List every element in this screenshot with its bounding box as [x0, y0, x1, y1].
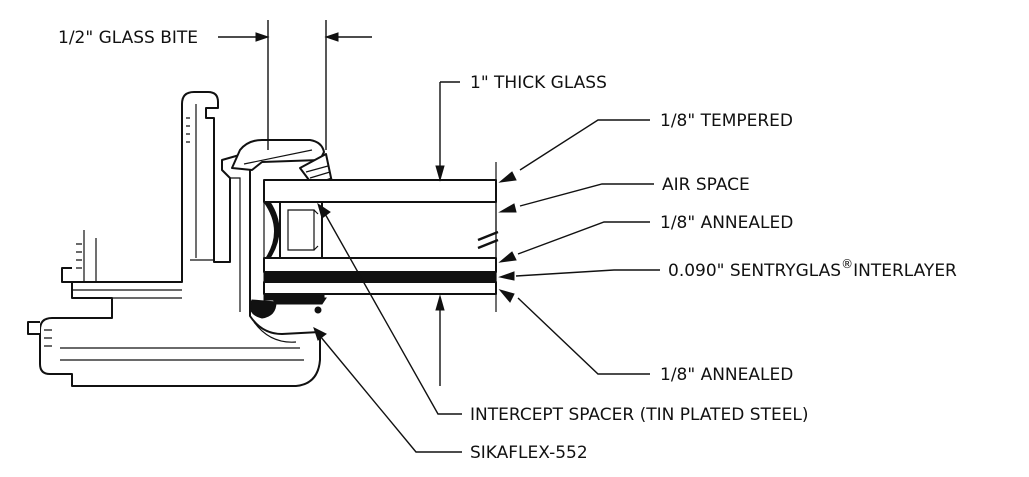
label-thick-glass: 1" THICK GLASS — [470, 73, 607, 93]
label-intercept-spacer: INTERCEPT SPACER (TIN PLATED STEEL) — [470, 405, 809, 425]
label-sealant: SIKAFLEX-552 — [470, 443, 588, 463]
tempered-lite — [263, 179, 497, 203]
label-interlayer-mark: ® — [841, 257, 853, 271]
structural-sealant-bead — [249, 299, 277, 319]
label-tempered: 1/8" TEMPERED — [660, 111, 793, 131]
sentryglas-interlayer — [263, 271, 497, 283]
label-annealed-top: 1/8" ANNEALED — [660, 213, 793, 233]
annealed-lite-bottom — [263, 281, 497, 295]
glass-assembly — [249, 162, 499, 319]
leader-lines — [218, 20, 660, 453]
label-interlayer: 0.090" SENTRYGLAS®INTERLAYER — [668, 257, 957, 281]
annealed-lite-top — [263, 257, 497, 273]
intercept-spacer — [279, 201, 323, 259]
label-interlayer-main: 0.090" SENTRYGLAS — [668, 261, 841, 281]
label-air-space: AIR SPACE — [662, 175, 750, 195]
label-annealed-bottom: 1/8" ANNEALED — [660, 365, 793, 385]
label-glass-bite: 1/2" GLASS BITE — [58, 28, 198, 48]
label-interlayer-tail: INTERLAYER — [853, 261, 957, 281]
